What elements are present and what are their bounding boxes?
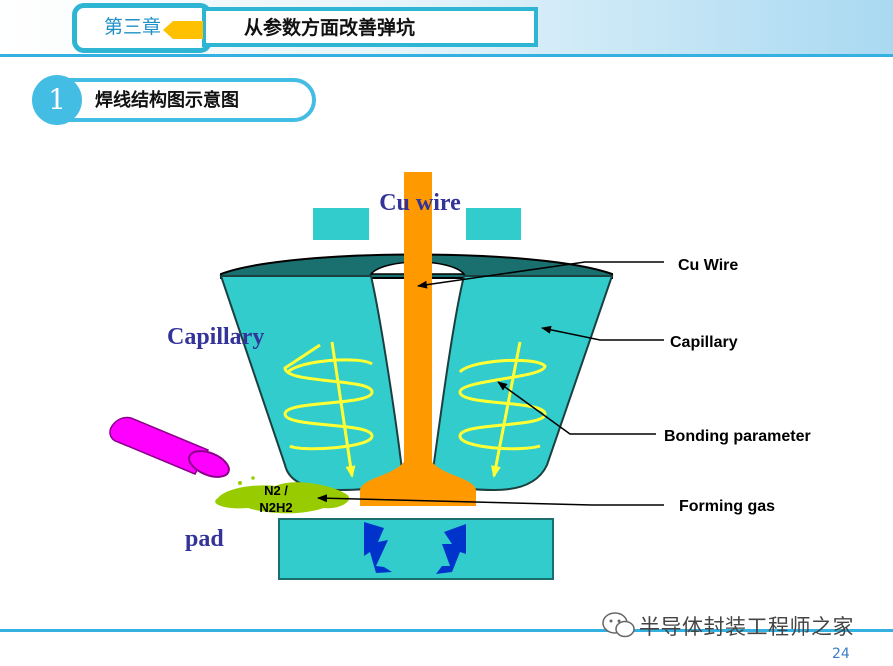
page-number: 24 (832, 646, 850, 662)
callout-arrow-capillary (541, 325, 664, 341)
lightning-bolt-icon (364, 522, 392, 573)
gas-label-line1: N2 / (264, 483, 288, 498)
cu-wire-title: Cu wire (379, 190, 461, 216)
watermark-text: 半导体封装工程师之家 (639, 615, 854, 639)
heat-coil-right (458, 358, 547, 451)
clamp-block-left (313, 208, 369, 240)
callout-forming-gas: Forming gas (679, 498, 775, 515)
gas-nozzle (109, 416, 230, 478)
section-title: 焊线结构图示意图 (95, 90, 239, 111)
callout-capillary: Capillary (670, 334, 738, 351)
section-number-badge: 1 (32, 75, 82, 125)
header-divider (0, 54, 893, 57)
chapter-label: 第三章 (104, 16, 162, 38)
callout-arrow-forming-gas (317, 494, 664, 506)
cu-wire (404, 172, 432, 472)
forming-gas-cloud (215, 482, 350, 514)
footer-divider (0, 629, 893, 632)
capillary-right-half (431, 275, 614, 492)
capillary-title: Capillary (167, 324, 264, 350)
callout-arrow-cu-wire (417, 261, 664, 289)
chapter-arrow-icon (163, 21, 203, 39)
ultrasonic-arrow-left (330, 341, 356, 478)
callout-cu-wire: Cu Wire (678, 257, 738, 274)
title-box (202, 7, 538, 47)
free-air-ball (360, 462, 476, 506)
page-title: 从参数方面改善弹坑 (244, 17, 416, 39)
ultrasonic-arrow-right (490, 341, 522, 478)
lightning-bolt-icon (436, 524, 466, 574)
pad-title: pad (185, 526, 224, 552)
section-pill (44, 78, 316, 122)
callout-arrow-bonding-parameter (497, 381, 656, 435)
callout-bonding-parameter: Bonding parameter (664, 428, 811, 445)
bond-pad (278, 518, 554, 580)
clamp-block-right (466, 208, 521, 240)
heat-coil-left (283, 343, 374, 451)
gas-label-line2: N2H2 (259, 500, 292, 515)
capillary-left-half (219, 275, 404, 492)
wechat-icon (602, 612, 635, 638)
